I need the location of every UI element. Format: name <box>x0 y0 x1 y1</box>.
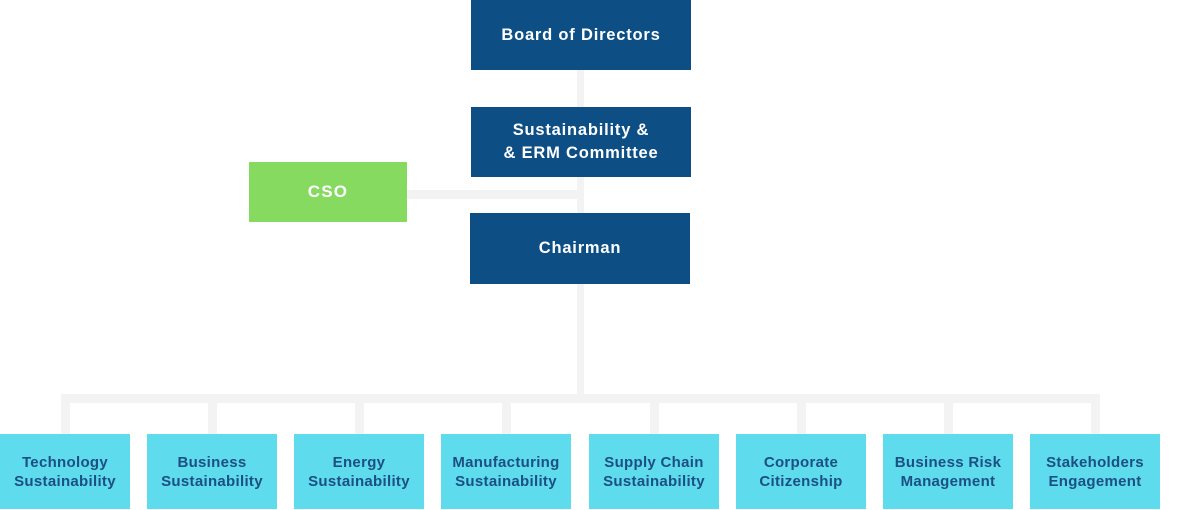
connector-chairman-trunk <box>577 284 584 394</box>
department-label: Stakeholders Engagement <box>1046 453 1144 490</box>
department-box-corporate-citizenship: Corporate Citizenship <box>736 434 866 509</box>
connector-drop-7 <box>944 394 953 434</box>
sustainability-erm-committee-box: Sustainability & & ERM Committee <box>471 107 691 177</box>
department-label: Business Risk Management <box>894 453 1002 490</box>
department-box-energy-sustainability: Energy Sustainability <box>294 434 424 509</box>
department-label: Business Sustainability <box>161 453 263 490</box>
department-box-business-risk-management: Business Risk Management <box>883 434 1013 509</box>
connector-drop-2 <box>208 394 217 434</box>
department-label: Supply Chain Sustainability <box>603 453 705 490</box>
sustainability-erm-committee-label: Sustainability & & ERM Committee <box>503 121 659 162</box>
department-label: Energy Sustainability <box>308 453 410 490</box>
cso-box: CSO <box>249 162 407 222</box>
department-box-stakeholders-engagement: Stakeholders Engagement <box>1030 434 1160 509</box>
board-of-directors-box: Board of Directors <box>471 0 691 70</box>
department-box-supply-chain-sustainability: Supply Chain Sustainability <box>589 434 719 509</box>
board-of-directors-label: Board of Directors <box>501 25 661 44</box>
connector-drop-6 <box>797 394 806 434</box>
department-box-manufacturing-sustainability: Manufacturing Sustainability <box>441 434 571 509</box>
department-label: Corporate Citizenship <box>759 453 843 490</box>
chairman-label: Chairman <box>538 239 622 257</box>
department-box-technology-sustainability: Technology Sustainability <box>0 434 130 509</box>
connector-drop-1 <box>61 394 70 434</box>
connector-drop-3 <box>355 394 364 434</box>
department-box-business-sustainability: Business Sustainability <box>147 434 277 509</box>
cso-label: CSO <box>307 182 349 201</box>
connector-board-committee <box>577 70 584 107</box>
connector-bus-line <box>61 394 1099 403</box>
chairman-box: Chairman <box>470 213 690 284</box>
connector-drop-8 <box>1091 394 1100 434</box>
connector-drop-5 <box>650 394 659 434</box>
department-label: Manufacturing Sustainability <box>452 453 560 490</box>
department-label: Technology Sustainability <box>14 453 116 490</box>
connector-drop-4 <box>502 394 511 434</box>
connector-cso-branch <box>406 190 584 199</box>
